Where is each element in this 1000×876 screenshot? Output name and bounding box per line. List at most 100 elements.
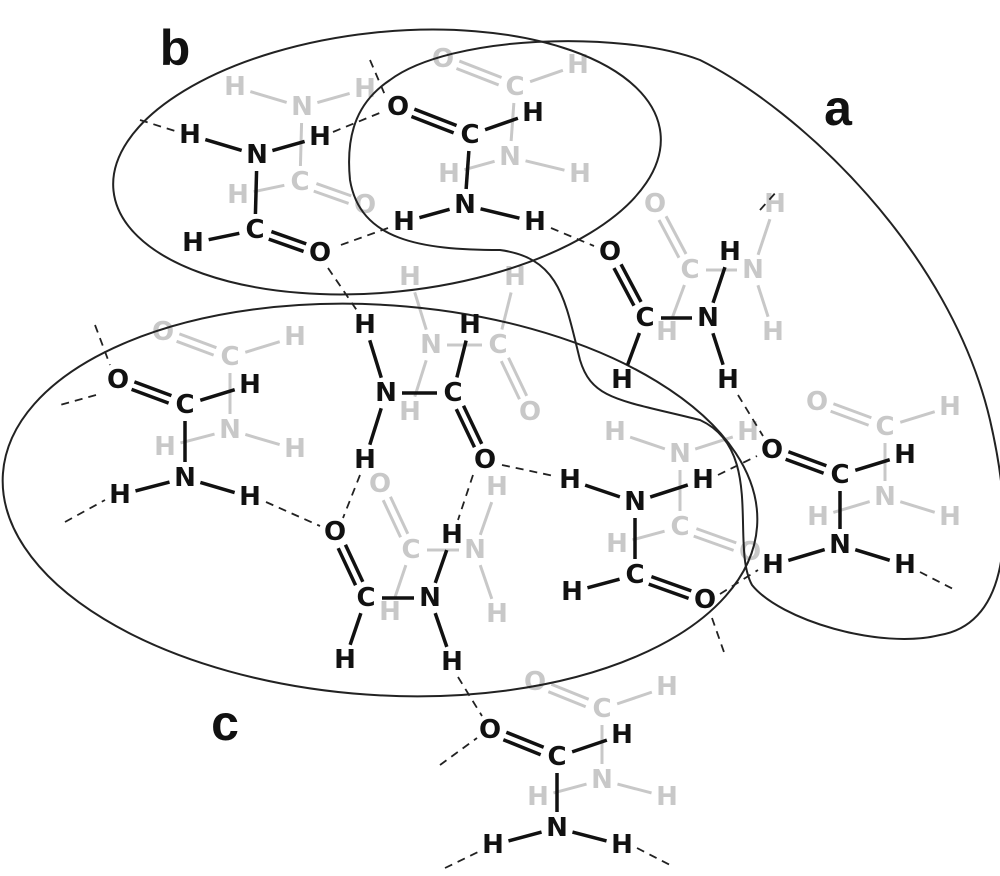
hydrogen-bond — [332, 111, 383, 133]
double-bond-line — [695, 527, 737, 545]
double-bond-line — [650, 574, 692, 593]
single-bond — [413, 291, 428, 331]
hydrogen-bond — [342, 474, 361, 519]
atom-h: H — [611, 720, 633, 750]
atom-h: H — [561, 577, 583, 607]
single-bond — [480, 207, 520, 220]
atom-n: N — [454, 190, 476, 220]
double-bond-line — [507, 357, 529, 397]
atom-h: H — [379, 597, 401, 627]
single-bond — [617, 782, 652, 795]
atom-o: O — [152, 317, 174, 347]
hydrogen-bond — [94, 324, 111, 366]
atom-h: H — [154, 432, 176, 462]
atom-h: H — [656, 317, 678, 347]
atom-n: N — [669, 439, 691, 469]
single-bond — [199, 480, 236, 495]
atom-o: O — [761, 435, 783, 465]
single-bond — [253, 170, 259, 215]
double-bond-line — [454, 408, 477, 449]
single-bond — [571, 738, 608, 754]
atom-o: O — [479, 715, 501, 745]
single-bond — [484, 116, 519, 132]
single-bond — [529, 68, 564, 84]
double-bond-line — [785, 457, 825, 475]
atom-o: O — [432, 44, 454, 74]
atom-h: H — [762, 317, 784, 347]
double-bond-line — [499, 360, 521, 400]
single-bond — [899, 410, 936, 424]
atom-o: O — [519, 397, 541, 427]
hydrogen-bond — [139, 119, 176, 132]
hydrogen-bond — [59, 394, 97, 406]
atom-n: N — [174, 463, 196, 493]
single-bond — [478, 501, 494, 536]
atom-c: C — [547, 742, 566, 772]
atom-n: N — [420, 330, 442, 360]
atom-c: C — [592, 694, 611, 724]
atom-o: O — [387, 92, 409, 122]
double-bond-line — [133, 380, 173, 398]
hydrogen-bond — [501, 464, 555, 477]
atom-n: N — [742, 255, 764, 285]
single-bond — [899, 500, 936, 514]
atom-h: H — [762, 550, 784, 580]
atom-h: H — [737, 417, 759, 447]
atom-c: C — [460, 120, 479, 150]
double-bond-line — [176, 339, 215, 357]
atom-h: H — [939, 502, 961, 532]
region-outlines — [1, 28, 1000, 698]
atom-n: N — [419, 583, 441, 613]
region-c-outline — [1, 302, 759, 698]
single-bond — [586, 577, 621, 590]
atom-h: H — [354, 74, 376, 104]
double-bond-line — [693, 534, 735, 552]
atom-h: H — [719, 237, 741, 267]
atom-h: H — [182, 228, 204, 258]
atom-h: H — [309, 122, 331, 152]
atom-h: H — [459, 310, 481, 340]
single-bond — [553, 782, 587, 795]
double-bond-line — [178, 332, 217, 350]
single-bond — [348, 612, 363, 646]
single-bond — [508, 830, 542, 843]
single-bond — [368, 339, 383, 379]
single-bond — [464, 159, 495, 172]
atom-o: O — [354, 190, 376, 220]
atom-h: H — [692, 465, 714, 495]
atom-h: H — [656, 672, 678, 702]
atom-h: H — [611, 830, 633, 860]
atom-h: H — [239, 370, 261, 400]
atom-h: H — [109, 480, 131, 510]
single-bond — [756, 284, 770, 318]
atom-n: N — [546, 813, 568, 843]
atom-c: C — [175, 390, 194, 420]
atom-h: H — [399, 397, 421, 427]
double-bond-line — [336, 547, 358, 586]
region-b-outline — [112, 28, 662, 296]
atom-h: H — [524, 207, 546, 237]
atom-o: O — [524, 667, 546, 697]
hydrogen-bond — [265, 501, 321, 527]
single-bond — [393, 564, 408, 598]
single-bond — [649, 483, 689, 499]
atom-n: N — [829, 530, 851, 560]
single-bond — [854, 548, 891, 562]
atom-h: H — [717, 365, 739, 395]
atom-h: H — [354, 310, 376, 340]
double-bond-line — [315, 182, 352, 198]
atom-c: C — [488, 330, 507, 360]
atom-h: H — [939, 392, 961, 422]
atom-c: C — [245, 215, 264, 245]
